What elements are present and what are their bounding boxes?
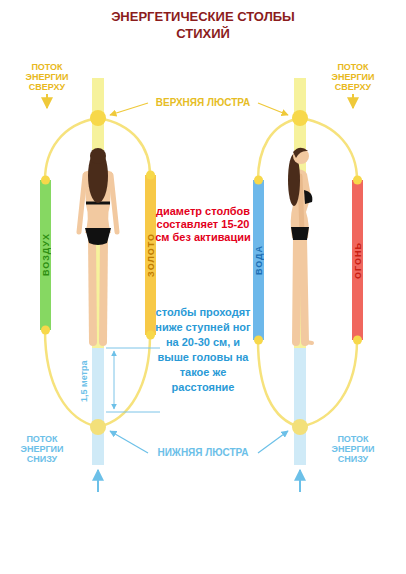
pillar-end-dot [146, 171, 155, 180]
figure-foot [306, 342, 312, 343]
figure-arm [300, 176, 302, 232]
figure-head [90, 148, 106, 164]
figure-hair [88, 149, 108, 203]
energy-loop [258, 118, 300, 427]
element-pillar: ВОЗДУХ [40, 180, 51, 330]
energy-loop [300, 118, 357, 427]
pillar-label: ВОЗДУХ [41, 233, 51, 276]
figure-bikini-bottom [85, 228, 111, 245]
chandelier-label: ВЕРХНЯЯ ЛЮСТРА [143, 97, 263, 109]
pillar-end-dot [41, 326, 50, 335]
figure-bikini-top [304, 190, 312, 204]
pillar-label: ВОДА [254, 245, 264, 275]
pillar-end-dot [353, 336, 362, 345]
element-pillar: ВОДА [253, 180, 264, 340]
figure-leg [296, 238, 297, 342]
chandelier-circle [292, 419, 308, 435]
central-column-lower [92, 348, 104, 465]
pillar-end-dot [41, 176, 50, 185]
figure-hair [293, 148, 308, 158]
dimension-tick [106, 348, 160, 349]
pillar-end-dot [146, 331, 155, 340]
flow-arrow [97, 470, 99, 492]
flow-arrow [352, 94, 354, 108]
flow-arrow [299, 470, 301, 492]
element-pillar: ОГОНЬ [352, 180, 363, 340]
central-column-lower [294, 348, 306, 465]
flow-label: ПОТОК ЭНЕРГИИ СВЕРХУ [321, 62, 385, 92]
pillar-end-dot [254, 336, 263, 345]
chandelier-circle [292, 110, 308, 126]
pillar-end-dot [254, 176, 263, 185]
pillar-label: ЗОЛОТО [146, 233, 156, 277]
figure-arm [79, 175, 85, 232]
figure-bikini-bottom [291, 227, 309, 240]
chandelier-circle [90, 110, 106, 126]
pointer-arrow [258, 103, 288, 115]
figure-arm [111, 175, 117, 232]
flow-label: ПОТОК ЭНЕРГИИ СНИЗУ [321, 434, 385, 464]
element-pillar: ЗОЛОТО [145, 175, 156, 335]
flow-arrow [46, 94, 48, 108]
title: ЭНЕРГЕТИЧЕСКИЕ СТОЛБЫ СТИХИЙ [93, 8, 313, 42]
note-text: диаметр столбов составляет 15-20 см без … [155, 205, 251, 244]
dimension-line [114, 351, 115, 409]
note-text: столбы проходят ниже ступней ног на 20-3… [153, 305, 253, 395]
pillar-label: ОГОНЬ [353, 242, 363, 279]
figure-leg [303, 238, 305, 342]
dimension-tick [106, 412, 160, 413]
figure-leg [92, 238, 93, 342]
figure-head [293, 148, 309, 164]
flow-label: ПОТОК ЭНЕРГИИ СНИЗУ [10, 434, 74, 464]
pointer-arrow [258, 431, 288, 453]
chandelier-circle [90, 419, 106, 435]
chandelier-label: НИЖНЯЯ ЛЮСТРА [143, 447, 263, 459]
pillar-end-dot [353, 176, 362, 185]
pointer-arrow [110, 431, 148, 453]
figure-leg [103, 238, 104, 342]
flow-label: ПОТОК ЭНЕРГИИ СВЕРХУ [15, 62, 79, 92]
dimension-label: 1,5 метра [78, 350, 90, 412]
pointer-arrow [110, 103, 148, 115]
